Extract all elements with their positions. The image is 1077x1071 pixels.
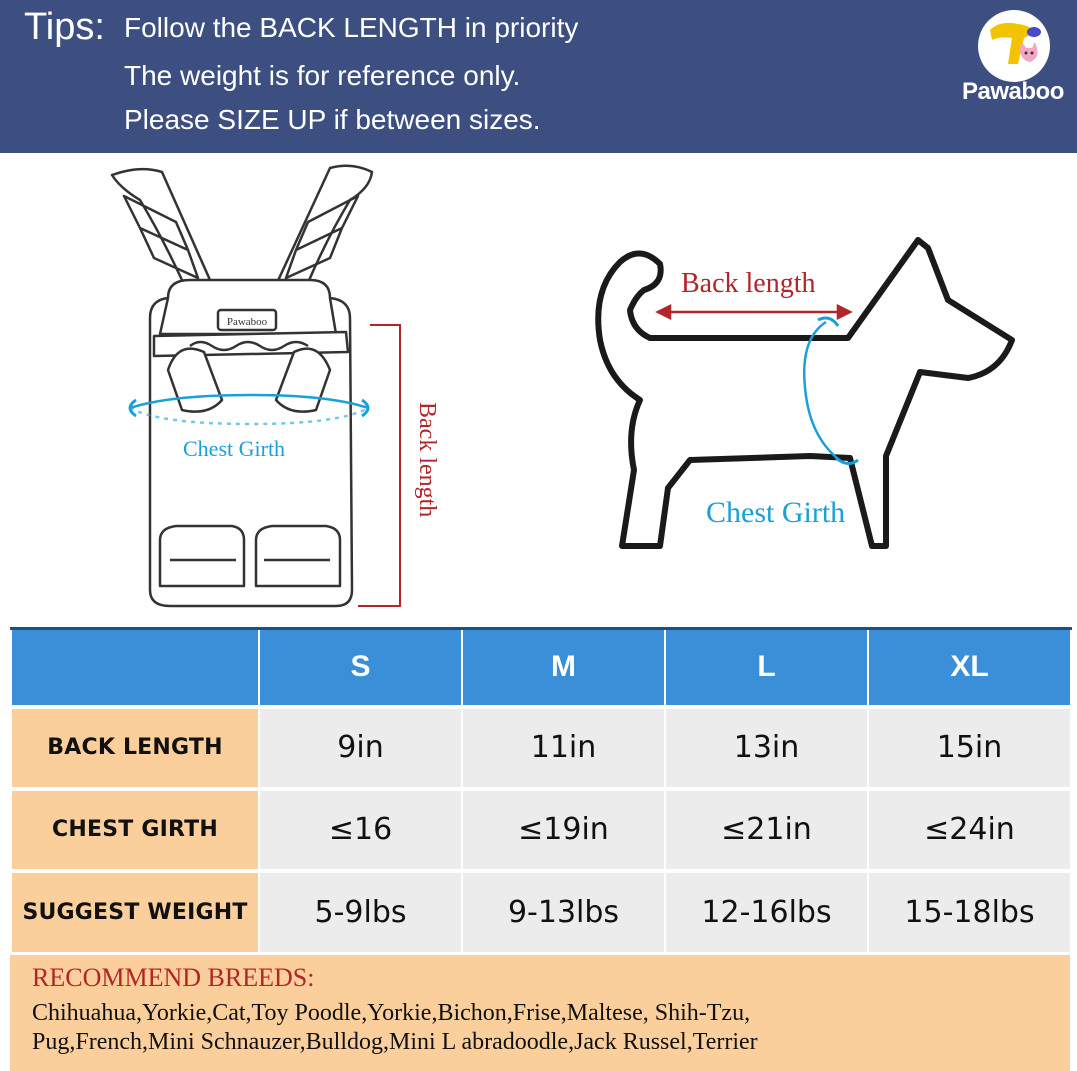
- header-corner-cell: [10, 627, 260, 708]
- brand-logo-icon: [978, 10, 1050, 82]
- size-header-m: M: [461, 627, 666, 708]
- table-row-chest-girth: CHEST GIRTH ≤16 ≤19in ≤21in ≤24in: [10, 786, 1072, 872]
- row-label-suggest-weight: SUGGEST WEIGHT: [10, 868, 260, 954]
- measurement-illustrations: Pawaboo: [110, 164, 1015, 608]
- row-label-chest-girth: CHEST GIRTH: [10, 786, 260, 872]
- cell-weight-m: 9-13lbs: [461, 868, 666, 954]
- dog-silhouette-icon: [595, 237, 1015, 549]
- size-header-row: S M L XL: [10, 627, 1072, 708]
- tips-heading: Tips:: [24, 6, 105, 48]
- dog-back-length-label: Back length: [681, 268, 816, 299]
- carrier-back-length-bracket: [358, 324, 401, 607]
- carrier-chest-girth-arrow: [128, 393, 370, 426]
- tip-back-length-priority: Follow the BACK LENGTH in priority: [124, 12, 579, 43]
- table-row-suggest-weight: SUGGEST WEIGHT 5-9lbs 9-13lbs 12-16lbs 1…: [10, 868, 1072, 954]
- cell-chest-girth-s: ≤16: [258, 786, 463, 872]
- cell-back-length-m: 11in: [461, 704, 666, 790]
- cell-back-length-l: 13in: [664, 704, 869, 790]
- row-label-back-length: BACK LENGTH: [10, 704, 260, 790]
- dog-chest-girth-label: Chest Girth: [706, 496, 846, 529]
- tip-size-up: Please SIZE UP if between sizes.: [124, 104, 541, 135]
- tips-banner: Tips: Follow the BACK LENGTH in priority…: [0, 0, 1077, 153]
- breeds-title: RECOMMEND BREEDS:: [32, 963, 315, 992]
- breeds-line-2: Pug,French,Mini Schnauzer,Bulldog,Mini L…: [32, 1029, 758, 1055]
- breeds-list: Chihuahua,Yorkie,Cat,Toy Poodle,Yorkie,B…: [32, 999, 1048, 1057]
- tip-weight-reference: The weight is for reference only.: [124, 60, 521, 91]
- brand-name: Pawaboo: [962, 78, 1064, 105]
- cell-back-length-s: 9in: [258, 704, 463, 790]
- cell-weight-l: 12-16lbs: [664, 868, 869, 954]
- cell-chest-girth-xl: ≤24in: [867, 786, 1072, 872]
- pet-carrier-backpack-icon: [110, 164, 374, 608]
- carrier-chest-girth-label: Chest Girth: [183, 436, 286, 461]
- carrier-badge-text: Pawaboo: [227, 316, 268, 328]
- size-chart-table: S M L XL BACK LENGTH 9in 11in 13in 15in …: [10, 627, 1072, 954]
- cell-chest-girth-m: ≤19in: [461, 786, 666, 872]
- size-header-xl: XL: [867, 627, 1072, 708]
- cell-back-length-xl: 15in: [867, 704, 1072, 790]
- cell-weight-xl: 15-18lbs: [867, 868, 1072, 954]
- size-header-s: S: [258, 627, 463, 708]
- breeds-line-1: Chihuahua,Yorkie,Cat,Toy Poodle,Yorkie,B…: [32, 1000, 751, 1026]
- cell-chest-girth-l: ≤21in: [664, 786, 869, 872]
- cell-weight-s: 5-9lbs: [258, 868, 463, 954]
- dog-back-length-arrow: [655, 303, 853, 321]
- carrier-back-length-label: Back length: [414, 402, 440, 518]
- recommended-breeds-box: RECOMMEND BREEDS: Chihuahua,Yorkie,Cat,T…: [10, 955, 1070, 1071]
- size-header-l: L: [664, 627, 869, 708]
- dog-chest-girth-arrow: [802, 316, 859, 465]
- table-row-back-length: BACK LENGTH 9in 11in 13in 15in: [10, 704, 1072, 790]
